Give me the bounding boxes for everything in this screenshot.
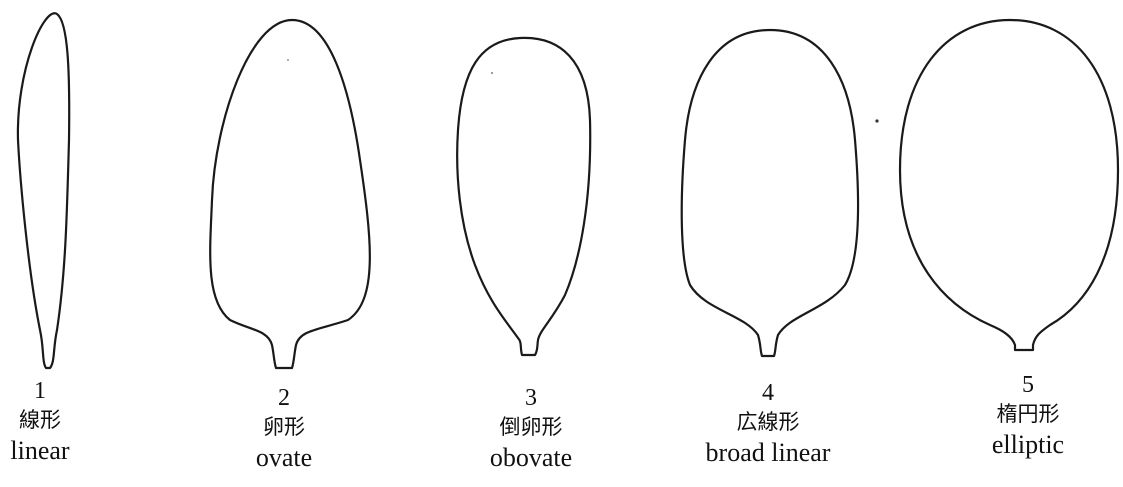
shape-name-en: ovate	[204, 443, 364, 473]
shape-name-en: linear	[0, 436, 120, 466]
shape-name-en: obovate	[451, 443, 611, 473]
elliptic-outline	[900, 20, 1118, 350]
caption-broad-linear: 4 広線形 broad linear	[688, 380, 848, 468]
caption-ovate: 2 卵形 ovate	[204, 385, 364, 473]
caption-obovate: 3 倒卵形 obovate	[451, 385, 611, 473]
linear-outline	[18, 13, 69, 368]
scan-speck	[491, 72, 493, 74]
shape-number: 2	[204, 385, 364, 413]
shape-number: 5	[948, 372, 1108, 400]
broad-linear-outline	[682, 30, 858, 356]
shape-name-jp: 卵形	[204, 415, 364, 439]
ovate-outline	[210, 20, 370, 368]
shape-name-jp: 楕円形	[948, 402, 1108, 426]
scan-speck	[875, 119, 878, 122]
caption-elliptic: 5 楕円形 elliptic	[948, 372, 1108, 460]
shape-number: 1	[0, 378, 120, 406]
shape-number: 3	[451, 385, 611, 413]
shape-name-en: broad linear	[688, 438, 848, 468]
shape-name-jp: 倒卵形	[451, 415, 611, 439]
scan-speck	[287, 59, 289, 61]
shape-name-jp: 線形	[0, 408, 120, 432]
shape-number: 4	[688, 380, 848, 408]
caption-linear: 1 線形 linear	[0, 378, 120, 466]
shape-name-en: elliptic	[948, 430, 1108, 460]
shape-name-jp: 広線形	[688, 410, 848, 434]
obovate-outline	[457, 38, 590, 355]
